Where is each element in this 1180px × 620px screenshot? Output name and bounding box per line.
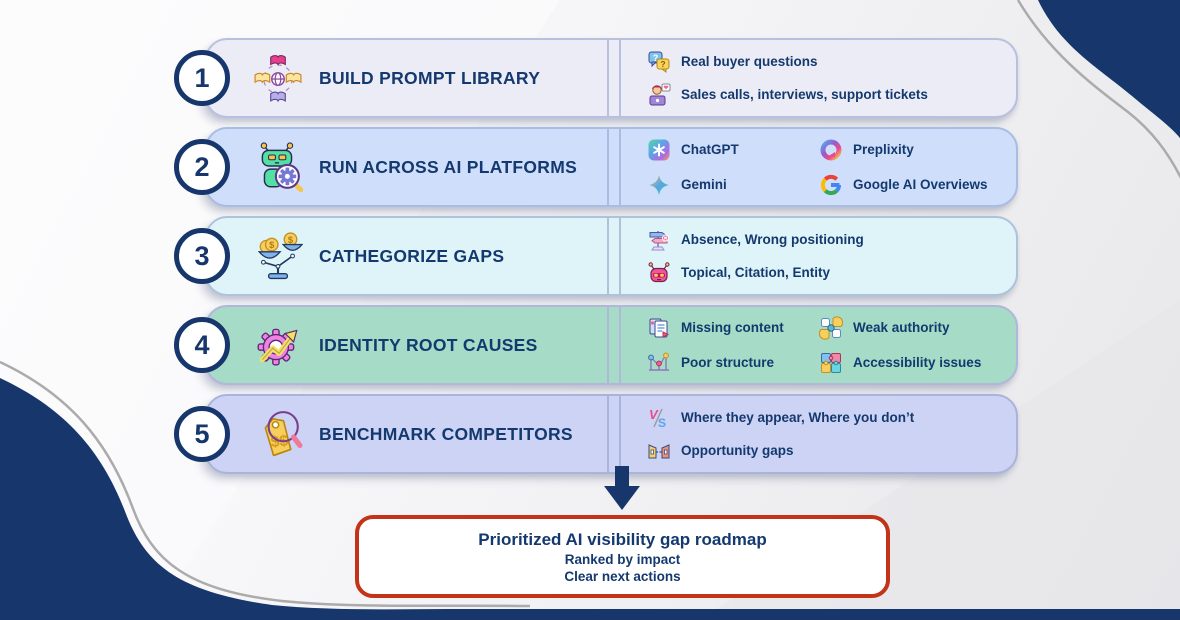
step-title: IDENTITY ROOT CAUSES bbox=[319, 334, 538, 355]
step-number-badge: 3 bbox=[174, 228, 230, 284]
result-line: Ranked by impact bbox=[564, 551, 681, 567]
detail-item: Accessibility issues bbox=[819, 351, 1008, 375]
detail-item: Opportunity gaps bbox=[647, 439, 1008, 463]
gear-growth-arrow-icon bbox=[257, 328, 298, 366]
step-3-header: $ $ CATHEGORIZE GAPS bbox=[207, 218, 609, 294]
detail-label: Gemini bbox=[681, 177, 727, 192]
detail-item: V S Where they appear, Where you don’t bbox=[647, 406, 1008, 430]
signpost-icon bbox=[649, 230, 669, 250]
detail-label: Real buyer questions bbox=[681, 54, 818, 69]
step-row-1: 1 BUILD PROMPT LIBRARY bbox=[174, 38, 1018, 118]
detail-item: ? ? Real buyer questions bbox=[647, 50, 1008, 74]
result-box: Prioritized AI visibility gap roadmap Ra… bbox=[355, 515, 890, 598]
support-person-icon bbox=[649, 83, 671, 105]
detail-item: Gemini bbox=[647, 173, 815, 197]
robot-search-gear-icon bbox=[260, 142, 303, 192]
step-5-header: $$ BENCHMARK COMPETITORS bbox=[207, 396, 609, 472]
detail-item: ChatGPT bbox=[647, 138, 815, 162]
chatgpt-icon bbox=[648, 139, 670, 160]
step-1-details: ? ? Real buyer questions Sales calls, in… bbox=[619, 40, 1016, 116]
svg-text:?: ? bbox=[660, 59, 665, 69]
svg-text:$: $ bbox=[288, 235, 294, 245]
step-title: BENCHMARK COMPETITORS bbox=[319, 423, 573, 444]
detail-label: Sales calls, interviews, support tickets bbox=[681, 87, 928, 102]
step-number-badge: 1 bbox=[174, 50, 230, 106]
svg-text:$: $ bbox=[269, 240, 275, 250]
detail-label: Google AI Overviews bbox=[853, 177, 988, 192]
detail-label: Opportunity gaps bbox=[681, 443, 794, 458]
step-4-details: Missing content Weak authority bbox=[619, 307, 1016, 383]
step-5-details: V S Where they appear, Where you don’t O… bbox=[619, 396, 1016, 472]
down-arrow-icon bbox=[604, 466, 640, 510]
svg-text:?: ? bbox=[653, 53, 659, 63]
price-tag-magnifier-icon: $$ bbox=[264, 411, 303, 457]
detail-label: Weak authority bbox=[853, 320, 950, 335]
divider-gap bbox=[609, 40, 619, 116]
detail-item: Topical, Citation, Entity bbox=[647, 261, 1008, 285]
step-title: RUN ACROSS AI PLATFORMS bbox=[319, 156, 578, 177]
divider-gap bbox=[609, 307, 619, 383]
divider-gap bbox=[609, 396, 619, 472]
step-3-details: Absence, Wrong positioning Topical, Cita… bbox=[619, 218, 1016, 294]
google-icon bbox=[820, 174, 841, 195]
accessibility-icon bbox=[821, 352, 841, 373]
detail-label: Where they appear, Where you don’t bbox=[681, 410, 915, 425]
step-row-4: 4 IDENTITY ROOT CAUSES bbox=[174, 305, 1018, 385]
result-title: Prioritized AI visibility gap roadmap bbox=[478, 529, 767, 549]
step-number-badge: 4 bbox=[174, 317, 230, 373]
detail-label: Missing content bbox=[681, 320, 784, 335]
gemini-icon bbox=[649, 174, 669, 195]
detail-label: Poor structure bbox=[681, 355, 775, 370]
svg-text:S: S bbox=[658, 416, 666, 430]
library-books-globe-icon bbox=[254, 55, 302, 103]
divider-gap bbox=[609, 218, 619, 294]
detail-item: Sales calls, interviews, support tickets bbox=[647, 83, 1008, 107]
step-row-2: 2 bbox=[174, 127, 1018, 207]
weak-authority-icon bbox=[819, 315, 843, 340]
versus-icon: V S bbox=[649, 407, 666, 430]
detail-label: ChatGPT bbox=[681, 142, 739, 157]
step-row-5: 5 $$ BENCHMARK COMPETITORS V S bbox=[174, 394, 1018, 474]
perplexity-icon bbox=[820, 139, 842, 160]
balance-scale-coins-icon: $ $ bbox=[257, 232, 303, 280]
step-title: BUILD PROMPT LIBRARY bbox=[319, 67, 541, 88]
step-number-badge: 5 bbox=[174, 406, 230, 462]
step-1-header: BUILD PROMPT LIBRARY bbox=[207, 40, 609, 116]
step-2-details: ChatGPT Preplixity bbox=[619, 129, 1016, 205]
bridge-gap-icon bbox=[648, 443, 670, 458]
poor-structure-icon bbox=[648, 352, 669, 371]
step-2-header: RUN ACROSS AI PLATFORMS bbox=[207, 129, 609, 205]
robot-head-icon bbox=[648, 261, 670, 282]
detail-label: Topical, Citation, Entity bbox=[681, 265, 831, 280]
detail-label: Preplixity bbox=[853, 142, 914, 157]
step-number-badge: 2 bbox=[174, 139, 230, 195]
result-line: Clear next actions bbox=[564, 568, 681, 584]
detail-item: Weak authority bbox=[819, 315, 1008, 340]
detail-item: Absence, Wrong positioning bbox=[647, 228, 1008, 252]
step-row-3: 3 $ $ CATHEGORIZE GAPS bbox=[174, 216, 1018, 296]
step-4-header: IDENTITY ROOT CAUSES bbox=[207, 307, 609, 383]
detail-item: Preplixity bbox=[819, 138, 1008, 162]
detail-item: Missing content bbox=[647, 316, 815, 340]
detail-item: Google AI Overviews bbox=[819, 173, 1008, 197]
divider-gap bbox=[609, 129, 619, 205]
detail-label: Accessibility issues bbox=[853, 355, 982, 370]
question-bubbles-icon: ? ? bbox=[648, 51, 670, 73]
missing-content-icon bbox=[649, 318, 670, 338]
detail-label: Absence, Wrong positioning bbox=[681, 232, 864, 247]
step-title: CATHEGORIZE GAPS bbox=[319, 245, 505, 266]
detail-item: Poor structure bbox=[647, 351, 815, 375]
